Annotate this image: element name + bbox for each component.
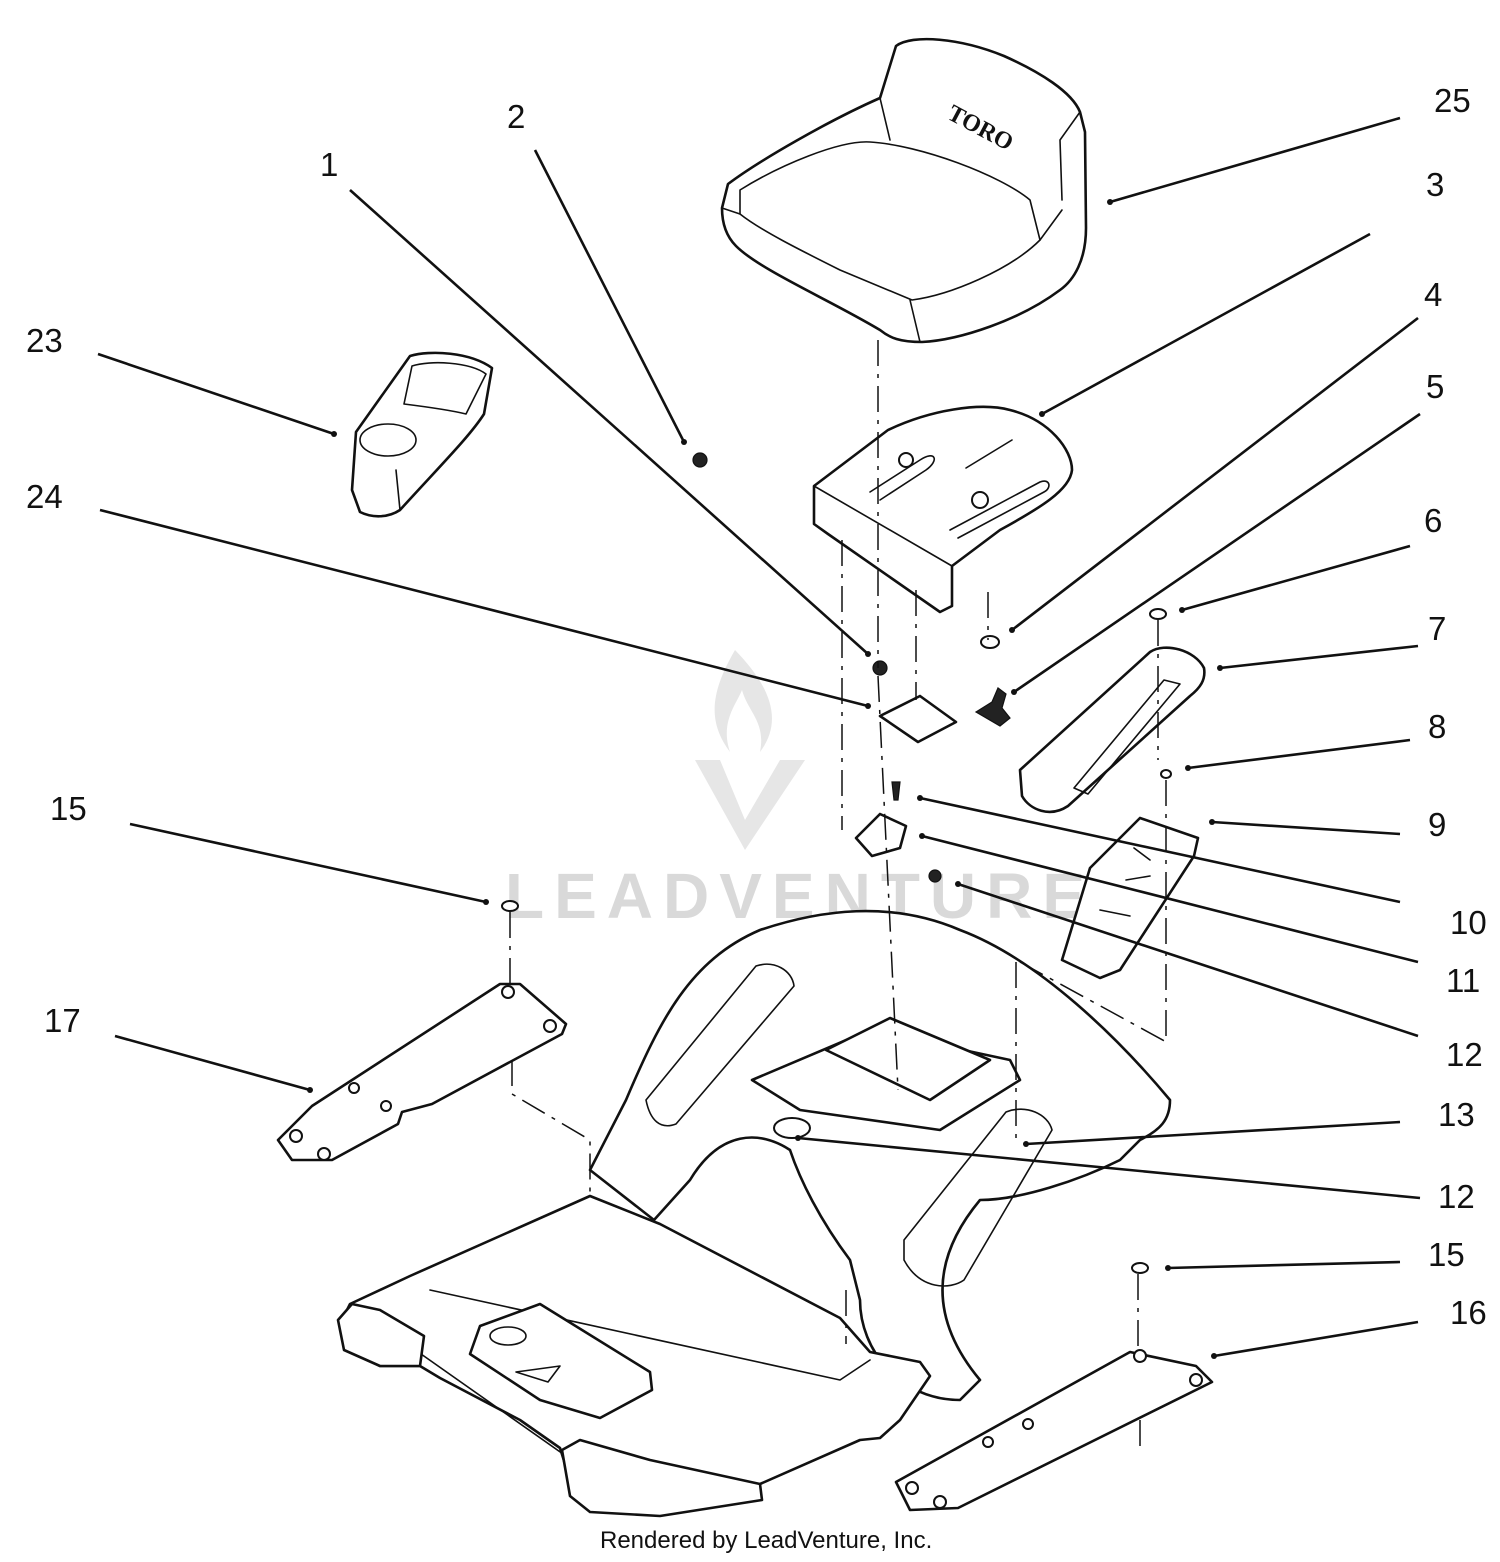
part-shift-decal [1060, 816, 1200, 980]
callout-16: 16 [1450, 1294, 1487, 1331]
leadventure-watermark: LEADVENTURE [505, 650, 1085, 932]
callout-24: 24 [26, 478, 63, 515]
footer-credit: Rendered by LeadVenture, Inc. [600, 1527, 932, 1554]
callout-23: 23 [26, 322, 63, 359]
callout-4: 4 [1424, 276, 1442, 313]
part-decal [878, 694, 958, 744]
callout-13: 13 [1438, 1096, 1475, 1133]
callout-11: 11 [1446, 962, 1480, 999]
callout-17: 17 [44, 1002, 81, 1039]
callout-3: 3 [1426, 166, 1444, 203]
callout-25: 25 [1434, 82, 1471, 119]
callout-15-right: 15 [1428, 1236, 1465, 1273]
part-fender-body [588, 909, 1172, 1402]
part-seat: TORO [720, 37, 1088, 344]
callout-7: 7 [1428, 610, 1446, 647]
callout-5: 5 [1426, 368, 1444, 405]
callout-12-lower: 12 [1438, 1178, 1475, 1215]
part-plate [1018, 646, 1206, 814]
assembly-lines [509, 340, 1171, 1450]
callout-labels: 25 2 1 3 4 23 5 24 6 7 8 9 15 10 11 17 1… [26, 82, 1487, 1331]
callout-6: 6 [1424, 502, 1442, 539]
hardware [501, 452, 1172, 1274]
part-cup-holder [350, 351, 494, 518]
callout-2: 2 [507, 98, 525, 135]
callout-10: 10 [1450, 904, 1487, 941]
part-right-floor-plate [894, 1349, 1214, 1512]
leader-lines [97, 116, 1421, 1359]
callout-9: 9 [1428, 806, 1446, 843]
part-left-floor-plate [276, 982, 568, 1162]
callout-15-left: 15 [50, 790, 87, 827]
part-floor-pan [336, 1194, 932, 1518]
part-seat-bracket [812, 405, 1074, 614]
callout-1: 1 [320, 146, 338, 183]
callout-12-upper: 12 [1446, 1036, 1483, 1073]
callout-8: 8 [1428, 708, 1446, 745]
